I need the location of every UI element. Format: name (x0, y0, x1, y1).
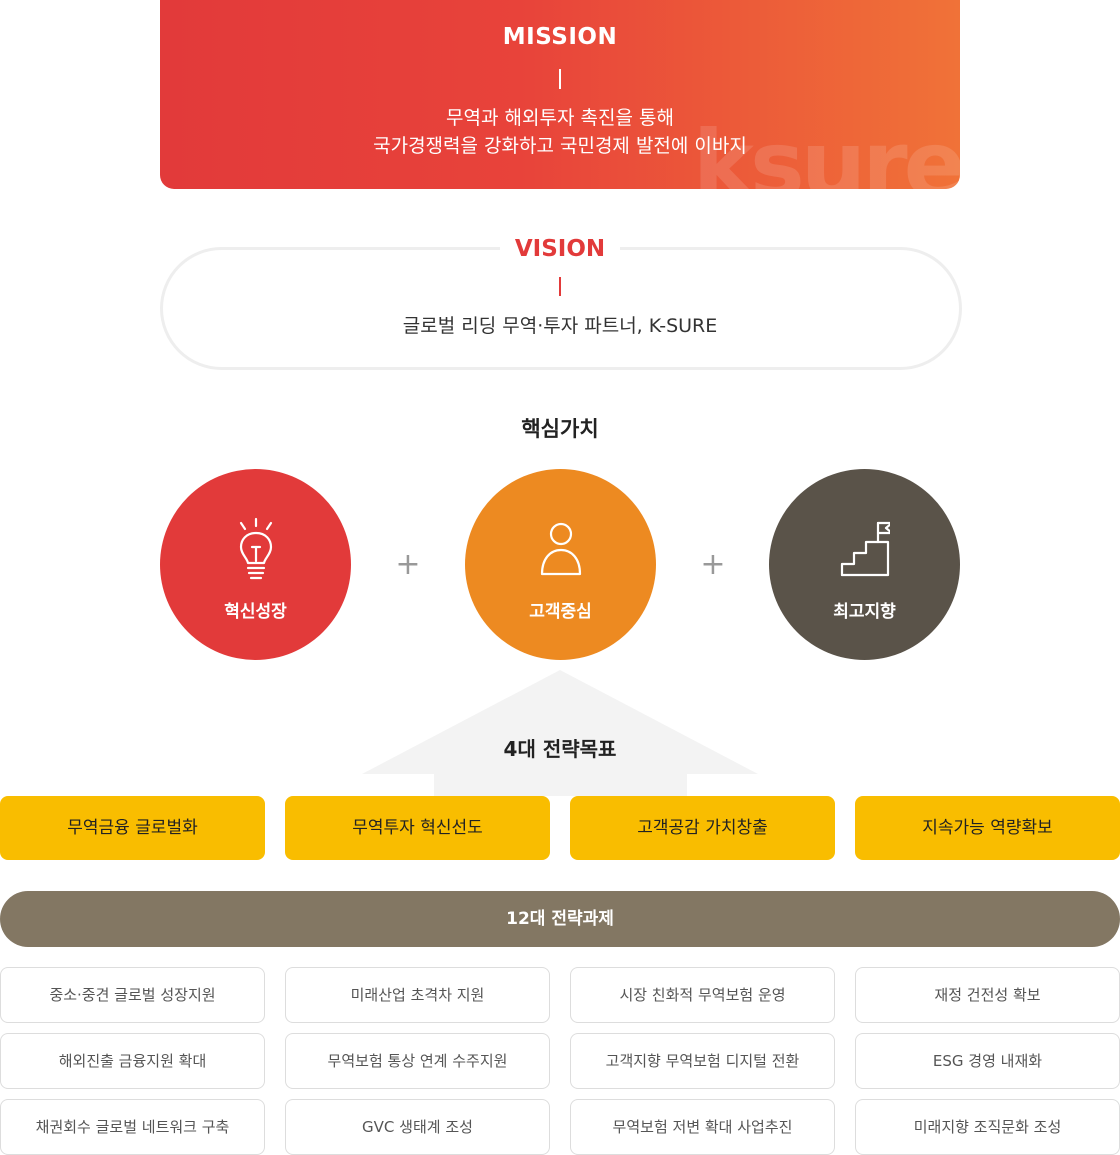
strategic-goal: 고객공감 가치창출 (570, 796, 835, 860)
core-value-label: 고객중심 (529, 602, 592, 622)
core-value-label: 최고지향 (833, 602, 896, 622)
mission-line-1: 무역과 해외투자 촉진을 통해 (446, 107, 674, 129)
strategic-task: 해외진출 금융지원 확대 (0, 1033, 265, 1089)
mission-text: 무역과 해외투자 촉진을 통해 국가경쟁력을 강화하고 국민경제 발전에 이바지 (160, 104, 960, 160)
stairs-flag-icon (840, 521, 890, 577)
vision-text: 글로벌 리딩 무역·투자 파트너, K-SURE (402, 315, 718, 337)
vision-divider (559, 277, 561, 296)
plus-icon: + (395, 547, 421, 582)
strategic-task: ESG 경영 내재화 (855, 1033, 1120, 1089)
strategic-task: GVC 생태계 조성 (285, 1099, 550, 1155)
core-value-customer: 고객중심 (465, 469, 656, 660)
strategic-tasks-title: 12대 전략과제 (0, 891, 1120, 947)
core-value-label: 혁신성장 (224, 602, 287, 622)
lightbulb-icon (239, 517, 272, 580)
core-values-title: 핵심가치 (521, 417, 599, 441)
core-value-excellence: 최고지향 (769, 469, 960, 660)
mission-divider (559, 69, 561, 89)
person-icon (540, 522, 581, 576)
strategic-task: 재정 건전성 확보 (855, 967, 1120, 1023)
plus-icon: + (700, 547, 726, 582)
strategic-task: 고객지향 무역보험 디지털 전환 (570, 1033, 835, 1089)
strategic-task: 무역보험 통상 연계 수주지원 (285, 1033, 550, 1089)
strategic-task: 무역보험 저변 확대 사업추진 (570, 1099, 835, 1155)
mission-line-2: 국가경쟁력을 강화하고 국민경제 발전에 이바지 (373, 135, 747, 157)
mission-title: MISSION (502, 24, 618, 50)
strategic-goal: 지속가능 역량확보 (855, 796, 1120, 860)
vision-title: VISION (500, 232, 620, 266)
up-arrow-shape (362, 670, 758, 796)
strategic-goals-title: 4대 전략목표 (503, 737, 617, 761)
strategic-task: 미래산업 초격차 지원 (285, 967, 550, 1023)
strategic-goal: 무역금융 글로벌화 (0, 796, 265, 860)
strategic-goal: 무역투자 혁신선도 (285, 796, 550, 860)
strategic-task: 채권회수 글로벌 네트워크 구축 (0, 1099, 265, 1155)
strategic-task: 미래지향 조직문화 조성 (855, 1099, 1120, 1155)
strategic-task: 시장 친화적 무역보험 운영 (570, 967, 835, 1023)
core-value-innovation: 혁신성장 (160, 469, 351, 660)
ksure-watermark: ksure (692, 111, 960, 190)
strategic-task: 중소·중견 글로벌 성장지원 (0, 967, 265, 1023)
mission-banner: ksure MISSION 무역과 해외투자 촉진을 통해 국가경쟁력을 강화하… (160, 0, 960, 189)
